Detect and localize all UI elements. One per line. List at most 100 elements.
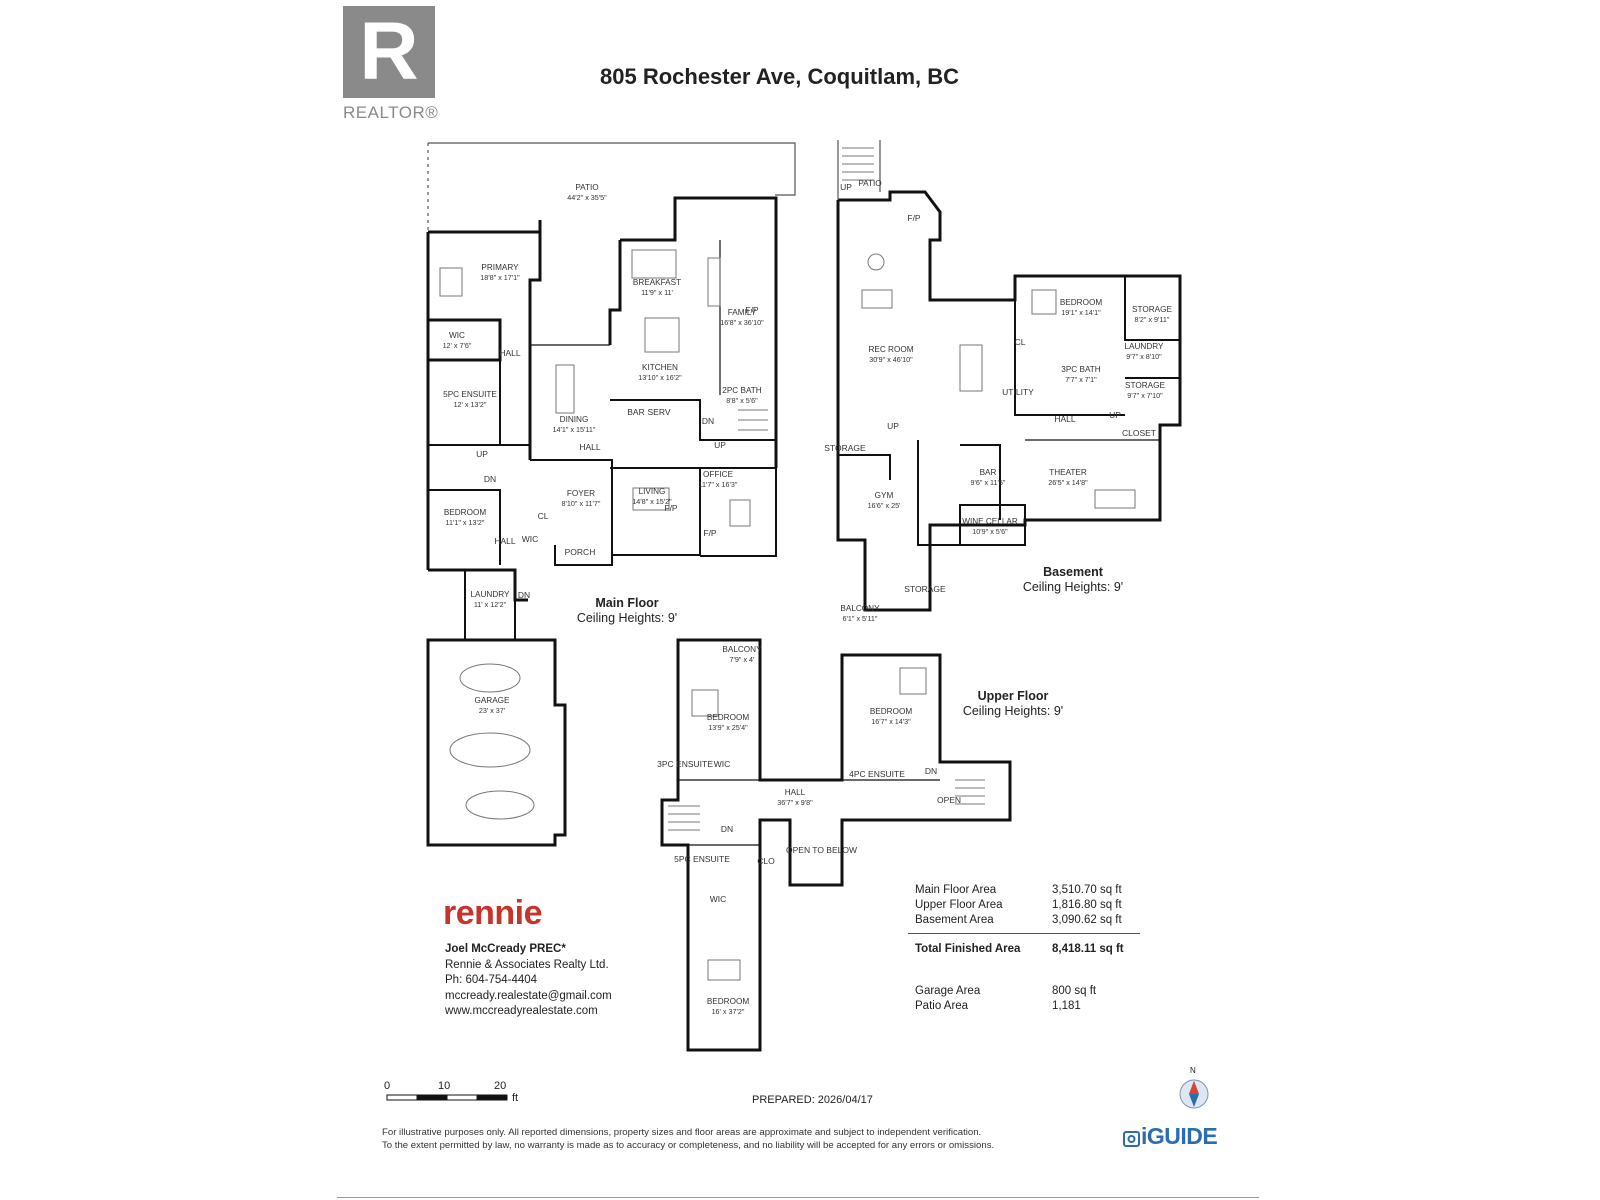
room-dims: 44'2" x 35'5": [567, 193, 607, 202]
room-dims: 7'7" x 7'1": [1065, 375, 1097, 384]
room-name: STORAGE: [1132, 305, 1172, 314]
basement-name: Basement: [1043, 565, 1103, 579]
agent-contact: Joel McCready PREC* Rennie & Associates …: [445, 942, 612, 1020]
room-name: FOYER: [566, 489, 596, 498]
agent-website[interactable]: www.mccreadyrealestate.com: [445, 1005, 598, 1017]
room-dims: 12' x 13'2": [453, 400, 487, 409]
rennie-logo: rennie: [443, 894, 543, 932]
plan-annotation: DN: [701, 416, 715, 426]
area-label: Main Floor Area: [915, 884, 997, 896]
plan-annotation: UP: [887, 421, 899, 431]
room-dims: 6'1" x 5'11": [842, 614, 878, 623]
plan-annotation: F/P: [703, 528, 717, 538]
plan-annotation: F/P: [907, 213, 921, 223]
plan-annotation: UP: [714, 440, 726, 450]
room-dims: 7'9" x 4': [729, 655, 755, 664]
plan-annotation: BAR: [627, 407, 645, 417]
room-name: BEDROOM: [1059, 298, 1103, 307]
upper-floor-walls: [660, 638, 1012, 1052]
room-name: THEATER: [1049, 468, 1087, 477]
plan-annotation: DN: [483, 474, 497, 484]
plan-annotation: 5PC ENSUITE: [674, 854, 730, 864]
compass-north-label: N: [1190, 1066, 1196, 1075]
iguide-icon: [1123, 1131, 1140, 1147]
area-value: 1,816.80 sq ft: [1052, 899, 1122, 911]
room-name: BALCONY: [722, 645, 762, 654]
plan-annotation: UTILITY: [1002, 387, 1034, 397]
room-dims: 23' x 37': [478, 706, 506, 715]
room-name: WIC: [449, 331, 465, 340]
main-floor-heading: Main Floor Ceiling Heights: 9': [572, 596, 682, 626]
plan-annotation: UP: [476, 449, 488, 459]
area-label: Upper Floor Area: [915, 899, 1003, 911]
agent-email[interactable]: mccready.realestate@gmail.com: [445, 989, 612, 1002]
room-dims: 9'6" x 11'5": [970, 478, 1006, 487]
garage-area-label: Garage Area: [915, 985, 981, 997]
plan-annotation: SERV: [647, 407, 671, 417]
room-name: PATIO: [575, 183, 599, 192]
room-name: BEDROOM: [869, 707, 913, 716]
upper-floor-furniture: [668, 667, 985, 981]
room-dims: 11'7" x 16'3": [698, 480, 738, 489]
room-name: LAUNDRY: [470, 590, 510, 599]
room-dims: 14'8" x 15'2": [632, 497, 672, 506]
room-name: OFFICE: [702, 470, 734, 479]
agent-name: Joel McCready PREC*: [445, 943, 566, 955]
plan-annotation: HALL: [494, 536, 516, 546]
room-name: BEDROOM: [443, 508, 487, 517]
room-name: HALL: [784, 788, 806, 797]
room-name: BREAKFAST: [632, 278, 682, 287]
area-value: 3,510.70 sq ft: [1052, 884, 1122, 896]
basement-heading: Basement Ceiling Heights: 9': [1018, 565, 1128, 595]
room-name: 5PC ENSUITE: [443, 390, 497, 399]
plan-annotation: WIC: [709, 894, 727, 904]
page-title: 805 Rochester Ave, Coquitlam, BC: [600, 64, 960, 89]
plan-annotation: WIC: [521, 534, 539, 544]
room-name: WINE CELLAR: [962, 517, 1018, 526]
upper-floor-ceiling: Ceiling Heights: 9': [962, 704, 1064, 718]
main-floor-walls: [426, 142, 796, 847]
plan-annotation: UP: [1109, 410, 1121, 420]
room-dims: 12' x 7'6": [442, 341, 472, 350]
agent-company: Rennie & Associates Realty Ltd.: [445, 958, 609, 971]
room-name: DINING: [559, 415, 589, 424]
patio-area-value: 1,181: [1052, 1000, 1081, 1012]
room-dims: 9'7" x 7'10": [1127, 391, 1163, 400]
plan-annotation: OPEN TO BELOW: [786, 845, 858, 855]
room-dims: 10'9" x 5'6": [972, 527, 1008, 536]
total-area-value: 8,418.11 sq ft: [1052, 943, 1124, 955]
room-name: 2PC BATH: [722, 386, 762, 395]
upper-floor-heading: Upper Floor Ceiling Heights: 9': [958, 689, 1068, 719]
iguide-logo: iGUIDE: [1141, 1123, 1218, 1149]
room-name: 3PC BATH: [1061, 365, 1101, 374]
plan-annotation: DN: [517, 590, 531, 600]
room-dims: 16'6" x 25': [867, 501, 901, 510]
area-label: Basement Area: [915, 914, 994, 926]
area-value: 3,090.62 sq ft: [1052, 914, 1122, 926]
patio-area-label: Patio Area: [915, 1000, 969, 1012]
realtor-logo-letter: R: [359, 6, 419, 97]
scale-tick-20: 20: [494, 1080, 507, 1092]
room-name: GARAGE: [474, 696, 510, 705]
realtor-logo: R: [343, 6, 435, 98]
scale-tick-0: 0: [384, 1080, 391, 1092]
disclaimer-line: For illustrative purposes only. All repo…: [382, 1127, 982, 1138]
room-dims: 9'7" x 8'10": [1126, 352, 1162, 361]
